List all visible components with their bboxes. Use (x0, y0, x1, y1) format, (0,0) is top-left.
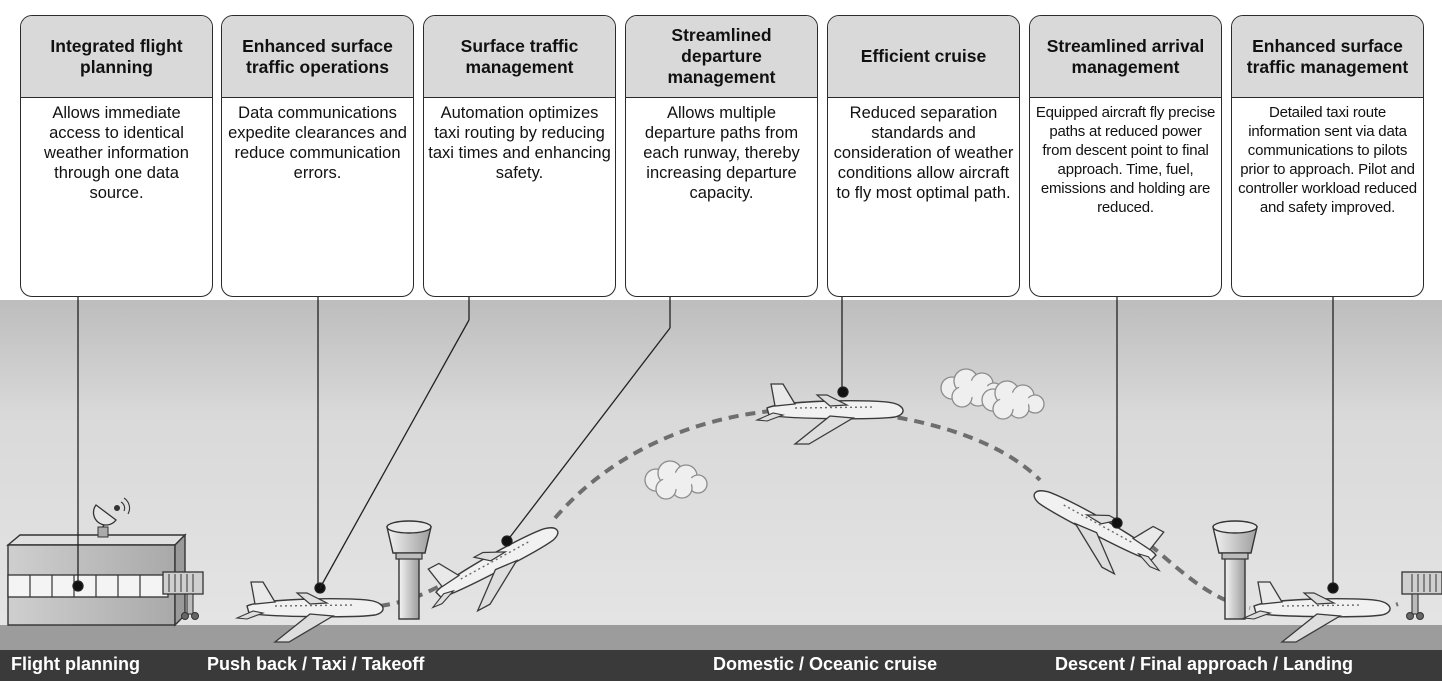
phase-label-push-back: Push back / Taxi / Takeoff (207, 654, 425, 674)
phase-label-descent: Descent / Final approach / Landing (1055, 654, 1354, 674)
card-title: Surface traffic management (424, 16, 615, 98)
card-body: Allows multiple departure paths from eac… (643, 104, 800, 202)
marker-dot (72, 580, 84, 592)
card-enhanced-surface-traffic-operations: Enhanced surface traffic operations Data… (221, 15, 414, 297)
card-title: Streamlined arrival management (1030, 16, 1221, 98)
card-integrated-flight-planning: Integrated flight planning Allows immedi… (20, 15, 213, 297)
marker-dot (1327, 582, 1339, 594)
card-streamlined-departure-management: Streamlined departure management Allows … (625, 15, 818, 297)
terminal-building (6, 533, 187, 627)
sky-area (0, 300, 1442, 625)
card-title: Streamlined departure management (626, 16, 817, 98)
phase-label-flight-planning: Flight planning (11, 654, 140, 674)
card-surface-traffic-management: Surface traffic management Automation op… (423, 15, 616, 297)
marker-dot (1111, 517, 1123, 529)
phase-bar (0, 650, 1442, 681)
phase-label-cruise: Domestic / Oceanic cruise (713, 654, 938, 674)
card-body: Automation optimizes taxi routing by red… (428, 104, 611, 182)
card-body: Reduced separation standards and conside… (833, 104, 1014, 202)
card-body: Equipped aircraft fly precise paths at r… (1035, 104, 1216, 216)
card-enhanced-surface-traffic-management: Enhanced surface traffic management Deta… (1231, 15, 1424, 297)
card-title: Efficient cruise (828, 16, 1019, 98)
marker-dot (837, 386, 849, 398)
card-body: Detailed taxi route information sent via… (1238, 104, 1417, 216)
card-body: Data communications expedite clearances … (228, 104, 407, 182)
leader-lines (72, 297, 1339, 594)
ground-strip (0, 625, 1442, 650)
card-title: Integrated flight planning (21, 16, 212, 98)
card-body: Allows immediate access to identical wea… (44, 104, 189, 202)
card-efficient-cruise: Efficient cruise Reduced separation stan… (827, 15, 1020, 297)
card-title: Enhanced surface traffic management (1232, 16, 1423, 98)
card-title: Enhanced surface traffic operations (222, 16, 413, 98)
card-streamlined-arrival-management: Streamlined arrival management Equipped … (1029, 15, 1222, 297)
satellite-dish-icon (92, 497, 131, 538)
flight-path-climb-cruise (553, 406, 1042, 520)
marker-dot (501, 535, 513, 547)
